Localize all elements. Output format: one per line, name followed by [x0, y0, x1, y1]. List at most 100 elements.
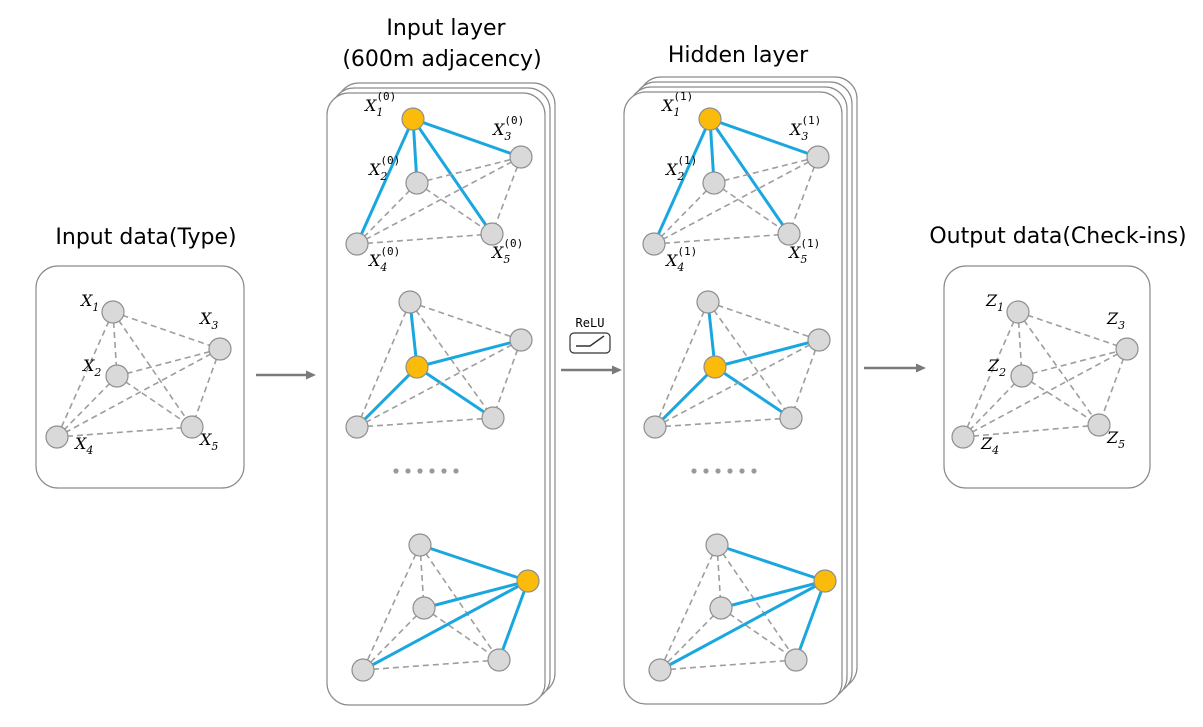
center-node-1 — [401, 107, 425, 131]
node-label-3: X3(0) — [491, 114, 524, 143]
hidden-layer-title: Hidden layer — [668, 43, 809, 68]
arrow-hidden-to-output — [864, 363, 926, 373]
dashed-edge-1-4 — [56, 311, 114, 438]
hidden-layer-box — [623, 91, 843, 705]
node-label-2: X2(0) — [367, 154, 400, 183]
center-node-3 — [516, 569, 540, 593]
node-2 — [105, 364, 129, 388]
highlight-edge-1-3 — [709, 117, 819, 159]
relu-label: ReLU — [576, 316, 605, 330]
dashed-edge-2-5 — [720, 607, 797, 661]
arrow-layer-to-hidden — [561, 365, 622, 375]
node-label-2: Z2 — [987, 356, 1006, 379]
output-data-box — [943, 265, 1151, 489]
highlight-edge-3-5 — [794, 580, 827, 661]
dashed-edge-1-4 — [362, 544, 421, 671]
input-layer-subgraph-2 — [345, 290, 533, 439]
dashed-edge-2-3 — [713, 156, 819, 184]
dashed-edge-2-4 — [962, 375, 1023, 438]
dashed-edge-2-4 — [653, 182, 715, 245]
dashed-edge-3-4 — [56, 348, 221, 438]
dashed-edge-3-5 — [491, 156, 522, 235]
highlight-edge-2-5 — [416, 365, 494, 420]
dashed-edge-3-5 — [790, 339, 820, 419]
node-4 — [643, 415, 667, 439]
dashed-edge-3-4 — [356, 339, 522, 428]
node-label-4: X4 — [73, 434, 93, 457]
highlight-edge-2-4 — [653, 365, 717, 429]
input-layer-title: Input layer — [386, 16, 506, 41]
node-4 — [345, 232, 369, 256]
center-node-2 — [703, 355, 727, 379]
highlight-edge-1-5 — [411, 118, 494, 235]
node-5 — [777, 222, 801, 246]
dashed-edge-1-4 — [356, 301, 411, 428]
dashed-edge-4-5 — [654, 417, 792, 428]
highlight-edge-3-4 — [362, 579, 529, 672]
dashed-edge-4-5 — [356, 417, 494, 428]
node-4 — [45, 425, 69, 449]
node-4 — [351, 658, 375, 682]
dashed-edge-2-3 — [1021, 348, 1128, 377]
dashed-edge-4-5 — [659, 659, 797, 671]
input-layer-box — [326, 92, 546, 706]
dashed-edge-1-3 — [1017, 311, 1128, 350]
dashed-edge-1-4 — [654, 301, 709, 428]
node-4 — [345, 415, 369, 439]
highlight-edge-2-3 — [714, 338, 820, 369]
node-label-1: X1(0) — [363, 90, 396, 119]
node-2 — [405, 171, 429, 195]
dashed-edge-3-5 — [191, 348, 221, 428]
center-node-1 — [698, 107, 722, 131]
dashed-edge-1-5 — [716, 544, 797, 661]
dashed-edge-4-5 — [56, 426, 193, 438]
highlight-edge-1-3 — [419, 543, 529, 583]
dashed-edge-2-5 — [423, 607, 500, 661]
node-label-4: X4(1) — [664, 245, 697, 274]
node-label-5: X5 — [198, 430, 218, 453]
dashed-edge-4-5 — [356, 233, 493, 245]
hidden-layer-subgraph-2 — [643, 290, 831, 439]
input-layer-subgraph-1: X1(0) X2(0) X3(0) X4(0) X5(0) — [345, 90, 533, 274]
dashed-edge-2-4 — [56, 375, 118, 438]
node-label-5: X5(0) — [490, 237, 523, 266]
node-1 — [101, 300, 125, 324]
highlight-edge-1-4 — [652, 118, 712, 245]
node-1 — [398, 290, 422, 314]
dashed-edge-2-3 — [116, 348, 221, 377]
node-1 — [696, 290, 720, 314]
dashed-edge-3-5 — [788, 156, 819, 235]
highlight-edge-1-5 — [708, 118, 791, 235]
dashed-edge-1-4 — [659, 544, 718, 671]
dashed-edge-1-5 — [409, 301, 494, 419]
node-label-5: Z5 — [1106, 428, 1125, 451]
highlight-edge-2-3 — [416, 338, 522, 369]
dashed-edge-1-3 — [112, 311, 221, 350]
dashed-edge-2-5 — [416, 182, 493, 235]
highlight-edge-1-3 — [412, 117, 522, 159]
node-2 — [412, 596, 436, 620]
node-1 — [705, 533, 729, 557]
dashed-edge-1-5 — [707, 301, 792, 419]
node-3 — [509, 145, 533, 169]
relu-icon — [569, 332, 611, 354]
hidden-layer-subgraph-1: X1(1)X2(1)X3(1)X4(1)X5(1) — [642, 90, 830, 274]
node-5 — [779, 406, 803, 430]
node-label-2: X2(1) — [664, 154, 697, 183]
dashed-edge-3-4 — [653, 156, 819, 245]
node-label-1: Z1 — [985, 291, 1004, 314]
dashed-edge-2-3 — [416, 156, 522, 184]
node-3 — [806, 145, 830, 169]
input-data-box — [35, 265, 245, 489]
node-2 — [709, 596, 733, 620]
node-label-4: X4(0) — [367, 245, 400, 274]
node-3 — [208, 337, 232, 361]
dashed-edge-4-5 — [653, 233, 790, 245]
node-5 — [180, 415, 204, 439]
highlight-edge-2-4 — [355, 365, 419, 429]
dashed-edge-4-5 — [962, 424, 1100, 438]
node-label-1: X1 — [79, 291, 99, 314]
